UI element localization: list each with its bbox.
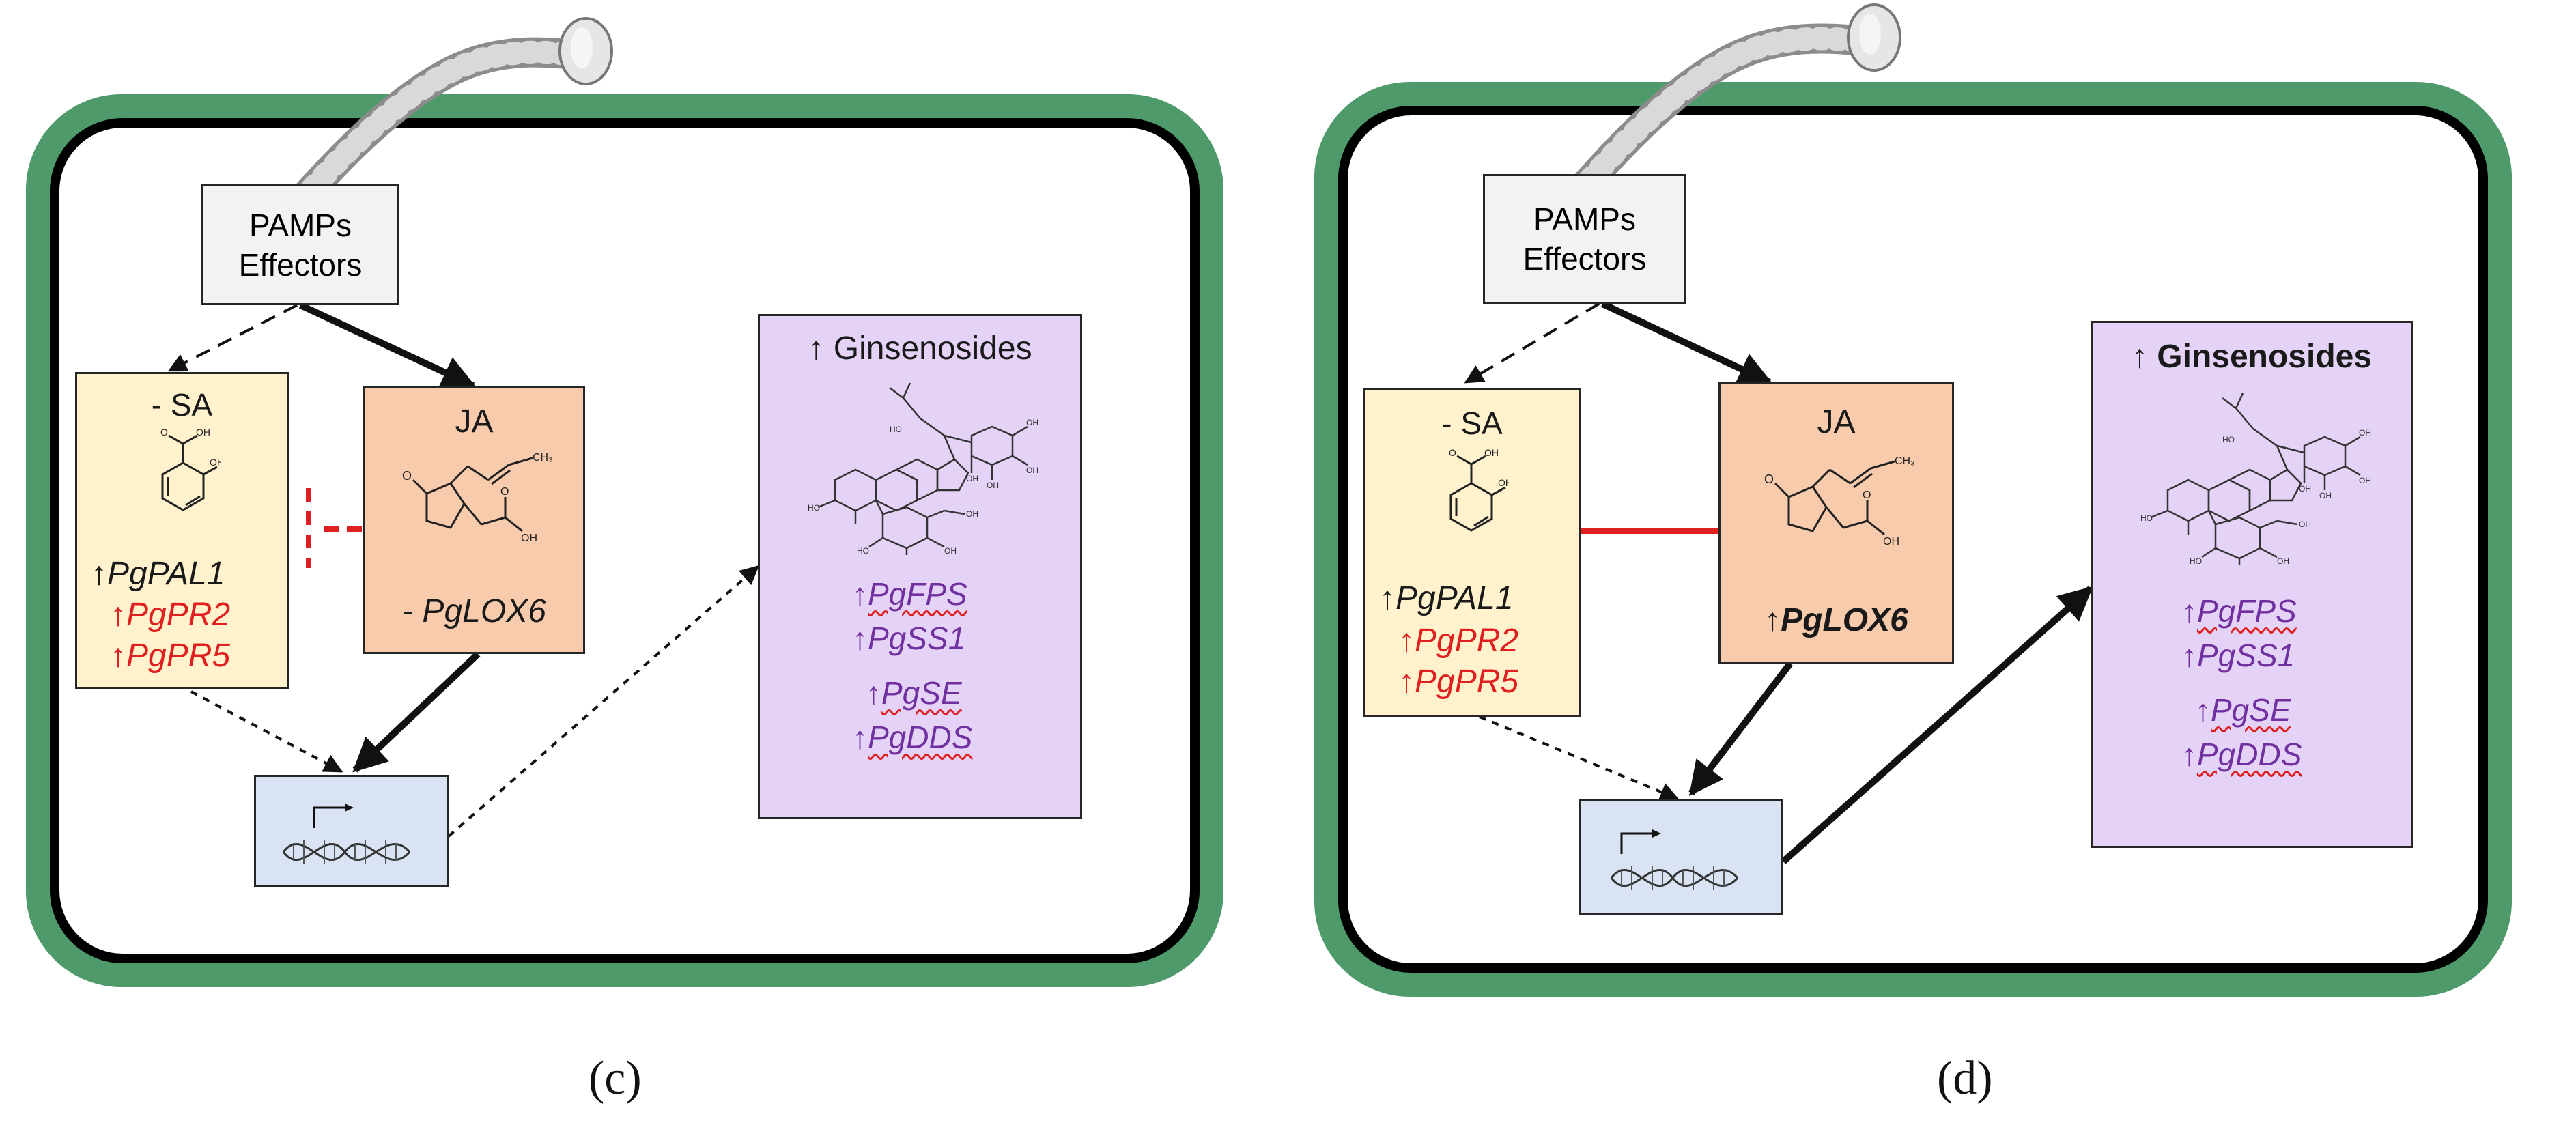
svg-text:O: O: [1863, 489, 1871, 501]
svg-text:HO: HO: [2140, 513, 2153, 523]
arrow-dna-to-ginsenosides: [1781, 586, 2093, 864]
arrow-ja-to-dna: [352, 651, 481, 773]
ginsenosides-box: ↑ Ginsenosides: [758, 314, 1082, 819]
svg-text:OH: OH: [1883, 536, 1899, 547]
sa-gene-pr2: ↑PgPR2: [1398, 623, 1519, 659]
ja-gene-lox6: ↑PgLOX6: [1764, 602, 1908, 638]
sa-title: - SA: [1441, 406, 1503, 441]
svg-text:OH: OH: [987, 481, 999, 490]
arrow-pamps-to-sa: [1464, 302, 1600, 384]
ja-gene-lox6: - PgLOX6: [402, 593, 546, 629]
svg-text:OH: OH: [966, 474, 978, 483]
pathogen-hypha-icon: [265, 17, 613, 240]
pamps-label: PAMPs: [249, 207, 352, 243]
svg-text:CH₃: CH₃: [533, 452, 553, 464]
salicylic-acid-structure-icon: O OH OH: [1449, 448, 1509, 532]
svg-text:O: O: [1449, 448, 1456, 458]
gin-gene-fps: ↑PgFPS: [852, 576, 967, 612]
arrow-ja-to-dna: [1688, 661, 1793, 796]
dna-transcription-icon: [282, 803, 411, 864]
ginsenoside-structure-icon: HO OH OH OH OH OH OH HO HO: [2140, 393, 2371, 565]
dna-transcription-box: [254, 775, 449, 887]
svg-text:O: O: [160, 427, 168, 438]
panel-c: PAMPs Effectors - SA O OH OH ↑PgPAL1 ↑Pg…: [26, 17, 1223, 1105]
svg-text:O: O: [402, 469, 412, 483]
svg-text:HO: HO: [2222, 435, 2235, 444]
sa-gene-pr5: ↑PgPR5: [1398, 664, 1519, 700]
jasmonic-acid-structure-icon: O CH₃ O OH: [402, 452, 553, 544]
effectors-label: Effectors: [238, 246, 363, 283]
sa-gene-pal1: ↑PgPAL1: [1379, 580, 1514, 616]
svg-text:HO: HO: [2190, 556, 2202, 565]
gin-gene-se: ↑PgSE: [866, 675, 962, 711]
dna-transcription-icon: [1610, 829, 1739, 890]
sa-gene-pal1: ↑PgPAL1: [91, 556, 225, 592]
salicylic-acid-structure-icon: O OH OH: [160, 427, 221, 511]
sa-box: - SA O OH OH ↑PgPAL1 ↑PgPR2 ↑PgPR5: [1363, 388, 1581, 717]
svg-text:OH: OH: [2319, 491, 2332, 500]
jasmonic-acid-structure-icon: O CH₃ O OH: [1764, 455, 1915, 547]
svg-text:OH: OH: [2359, 476, 2371, 485]
svg-text:OH: OH: [210, 457, 221, 468]
effectors-label: Effectors: [1523, 241, 1647, 276]
arrow-pamps-to-ja: [298, 302, 477, 389]
pamps-effectors-box: PAMPs Effectors: [1483, 174, 1686, 304]
panel-caption: (c): [589, 1052, 642, 1105]
ja-title: JA: [1817, 404, 1856, 440]
ja-box: JA O CH₃ O OH - PgLOX6: [363, 386, 585, 654]
svg-text:OH: OH: [1484, 448, 1499, 458]
dna-transcription-box: [1579, 799, 1783, 915]
svg-text:OH: OH: [944, 546, 957, 555]
ginsenosides-title: ↑ Ginsenosides: [2131, 339, 2373, 375]
svg-text:CH₃: CH₃: [1895, 455, 1915, 467]
pamps-effectors-box: PAMPs Effectors: [201, 184, 399, 305]
svg-text:OH: OH: [966, 509, 978, 519]
ginsenoside-structure-icon: HO OH OH OH OH OH OH HO HO: [808, 382, 1038, 555]
svg-text:OH: OH: [1498, 477, 1509, 488]
panel-d: PAMPs Effectors - SA O OH OH ↑PgPAL1 ↑Pg…: [1288, 0, 2576, 1138]
panel-caption: (d): [1937, 1052, 1993, 1105]
ja-box: JA O CH₃ O OH ↑PgLOX6: [1718, 382, 1954, 664]
svg-text:OH: OH: [2299, 520, 2311, 529]
svg-text:HO: HO: [890, 425, 902, 434]
gin-gene-ss1: ↑PgSS1: [2181, 638, 2295, 673]
svg-text:OH: OH: [196, 427, 210, 438]
sa-box: - SA O OH OH ↑PgPAL1 ↑PgPR2 ↑PgPR5: [75, 372, 289, 689]
svg-text:O: O: [1764, 472, 1774, 486]
ginsenosides-box: ↑ Ginsenosides: [2091, 321, 2413, 848]
sa-gene-pr2: ↑PgPR2: [110, 597, 231, 633]
pathogen-hypha-icon: [1553, 3, 1901, 220]
arrow-sa-to-dna: [190, 690, 343, 773]
arrow-sa-to-dna: [1479, 715, 1680, 801]
svg-text:O: O: [500, 486, 509, 498]
sa-title: - SA: [151, 387, 213, 423]
svg-text:OH: OH: [2277, 556, 2289, 565]
sa-gene-pr5: ↑PgPR5: [110, 638, 231, 674]
svg-text:HO: HO: [857, 546, 869, 555]
ja-title: JA: [455, 403, 494, 440]
gin-gene-se: ↑PgSE: [2195, 692, 2291, 728]
svg-text:OH: OH: [521, 532, 537, 544]
ginsenosides-title: ↑ Ginsenosides: [808, 330, 1032, 367]
arrow-pamps-to-ja: [1600, 300, 1773, 386]
svg-text:HO: HO: [808, 503, 820, 513]
svg-text:OH: OH: [2299, 484, 2311, 494]
gin-gene-fps: ↑PgFPS: [2181, 593, 2297, 629]
gin-gene-dds: ↑PgDDS: [2181, 737, 2302, 772]
svg-text:OH: OH: [1026, 418, 1038, 427]
inhibition-ja-to-sa: [306, 488, 362, 568]
svg-text:OH: OH: [1026, 466, 1038, 475]
arrow-dna-to-ginsenosides: [447, 565, 760, 838]
svg-text:OH: OH: [2359, 428, 2371, 438]
gin-gene-ss1: ↑PgSS1: [852, 621, 966, 656]
gin-gene-dds: ↑PgDDS: [852, 720, 973, 755]
pamps-label: PAMPs: [1533, 201, 1636, 237]
